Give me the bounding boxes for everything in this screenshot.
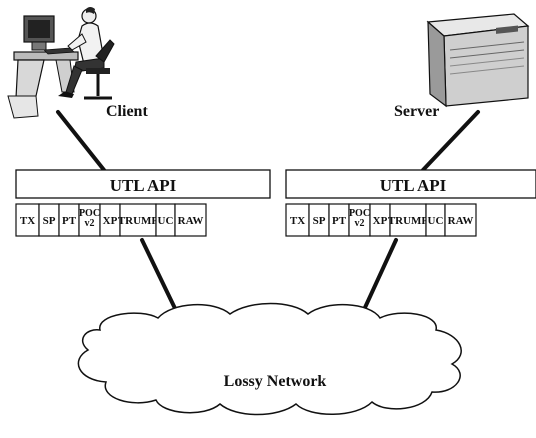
client-protocol-trump: TRUMP [118, 203, 159, 237]
client-protocol-raw: RAW [174, 203, 207, 237]
server-protocol-label: TX [290, 215, 305, 227]
client-label: Client [106, 103, 148, 120]
server-api-box [285, 169, 536, 199]
server-to-stack-line [421, 110, 480, 172]
server-label: Server [394, 103, 439, 120]
client-protocol-xp: XP [99, 203, 121, 237]
client-api-box [15, 169, 271, 199]
server-protocol-label: TRUMP [388, 215, 429, 227]
network-label: Lossy Network [224, 373, 327, 390]
client-protocol-label: TRUMP [118, 215, 159, 227]
client-protocol-sp: SP [38, 203, 60, 237]
client-protocol-label: SP [43, 215, 56, 227]
server-protocol-pt: PT [328, 203, 350, 237]
server-protocol-label: UC [428, 215, 444, 227]
client-api-label: UTL API [110, 176, 177, 195]
server-protocol-label: RAW [448, 215, 474, 227]
client-protocol-label: RAW [178, 215, 204, 227]
client-protocol-label: PT [62, 215, 77, 227]
client-protocol-uc: UC [155, 203, 176, 237]
client-protocol-label: TX [20, 215, 35, 227]
client-icon [7, 7, 115, 119]
server-protocol-label: PT [332, 215, 347, 227]
server-protocol-tx: TX [285, 203, 310, 237]
server-api-label: UTL API [380, 176, 447, 195]
server-protocol-label: XP [373, 215, 388, 227]
server-protocol-sp: SP [308, 203, 330, 237]
client-protocol-label: UC [158, 215, 174, 227]
server-protocol-raw: RAW [444, 203, 477, 237]
client-to-stack-line [56, 110, 106, 172]
server-protocol-uc: UC [425, 203, 446, 237]
client-protocol-pt: PT [58, 203, 80, 237]
client-protocol-label: XP [103, 215, 118, 227]
network-cloud [77, 302, 462, 416]
server-protocol-trump: TRUMP [388, 203, 429, 237]
server-icon [426, 13, 530, 108]
client-protocol-tx: TX [15, 203, 40, 237]
server-protocol-label: SP [313, 215, 326, 227]
